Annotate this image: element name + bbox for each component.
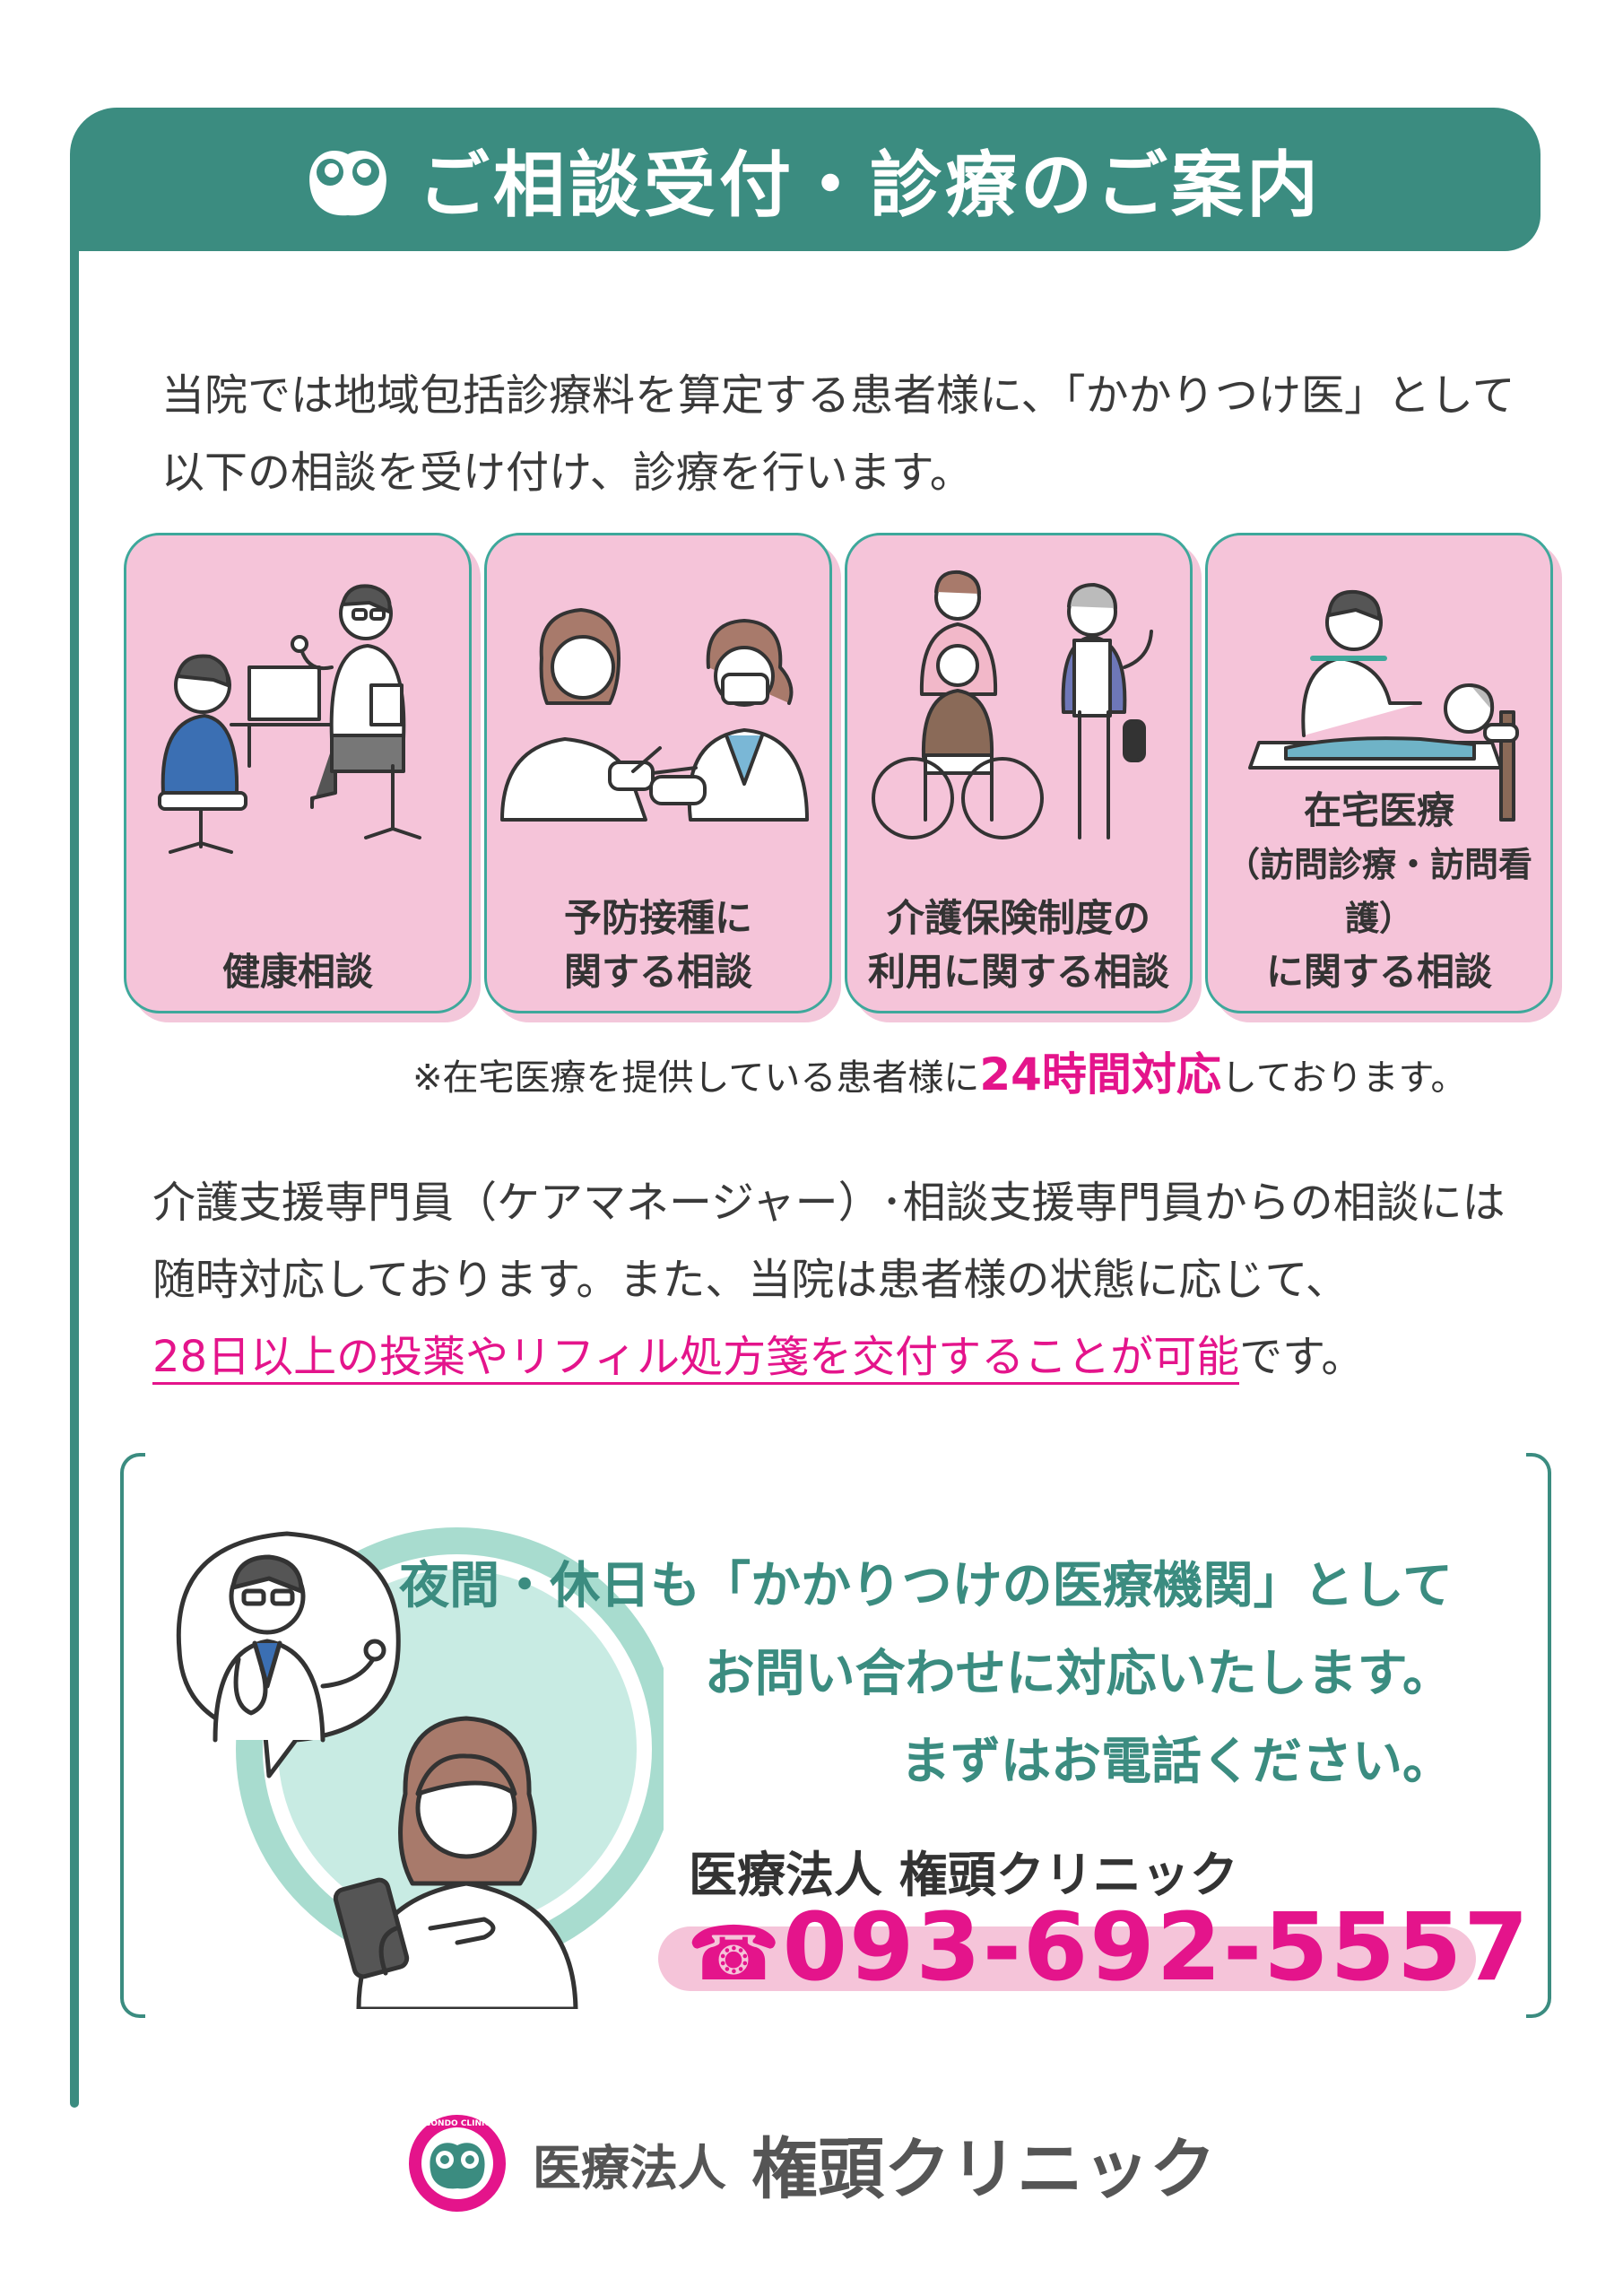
contact-line-3: まずはお電話ください。 bbox=[900, 1733, 1453, 1791]
note-before: ※在宅医療を提供している患者様に bbox=[412, 1057, 980, 1099]
para-after: です。 bbox=[1239, 1332, 1365, 1382]
note-emphasis: 24時間対応 bbox=[979, 1048, 1221, 1100]
doctor-and-patient-illustration bbox=[176, 1527, 664, 2009]
contact-bracket-right bbox=[1526, 1453, 1551, 2018]
card-label-line-2: に関する相談 bbox=[1265, 950, 1492, 994]
para-line-1: 介護支援専門員（ケアマネージャー）･相談支援専門員からの相談には bbox=[152, 1178, 1506, 1228]
card-home-medical-consultation: 在宅医療 （訪問診療・訪問看護） に関する相談 bbox=[1205, 533, 1562, 1022]
card-label-line-0: 在宅医療 bbox=[1303, 788, 1454, 832]
card-label: 介護保険制度の 利用に関する相談 bbox=[845, 891, 1193, 999]
care-insurance-illustration bbox=[872, 570, 1153, 839]
care-manager-paragraph: 介護支援専門員（ケアマネージャー）･相談支援専門員からの相談には 随時対応してお… bbox=[152, 1164, 1569, 1396]
frog-face-icon bbox=[309, 151, 386, 216]
note-after: しております。 bbox=[1220, 1057, 1467, 1099]
card-label-line-2: 健康相談 bbox=[221, 950, 373, 994]
card-label-line-1: 予防接種に bbox=[563, 896, 752, 940]
logo-ring-text: GONDO CLINIC bbox=[424, 2119, 490, 2128]
card-care-insurance-consultation: 介護保険制度の 利用に関する相談 bbox=[845, 533, 1202, 1022]
clinic-name: 医療法人 権頭クリニック bbox=[689, 1847, 1238, 1903]
phone-highlight bbox=[658, 1926, 1476, 1991]
clinic-logo-icon: GONDO CLINIC bbox=[409, 2115, 506, 2212]
content-area-corner bbox=[82, 251, 1553, 305]
header-title-row: ご相談受付・診療のご案内 bbox=[0, 108, 1623, 251]
card-label: 健康相談 bbox=[124, 945, 472, 999]
contact-line-2: お問い合わせに対応いたします。 bbox=[704, 1645, 1453, 1703]
phone-digits: 093-692-5557 bbox=[782, 1892, 1531, 2002]
para-line-2: 随時対応しております。また、当院は患者様の状態に応じて、 bbox=[152, 1255, 1349, 1305]
page-title: ご相談受付・診療のご案内 bbox=[418, 144, 1322, 227]
home-medical-illustration bbox=[1248, 589, 1519, 822]
intro-line-2: 以下の相談を受け付け、診療を行います。 bbox=[161, 448, 973, 498]
contact-bracket-left bbox=[120, 1453, 145, 2018]
phone-number[interactable]: ☎093-692-5557 bbox=[687, 1892, 1531, 2002]
left-rule bbox=[70, 242, 79, 2108]
phone-icon: ☎ bbox=[687, 1909, 783, 1997]
availability-note: ※在宅医療を提供している患者様に24時間対応しております。 bbox=[412, 1039, 1560, 1103]
footer: GONDO CLINIC 医療法人 権頭クリニック bbox=[0, 2109, 1623, 2217]
card-label: 在宅医療 （訪問診療・訪問看護） に関する相談 bbox=[1205, 784, 1553, 999]
footer-corp: 医療法人 bbox=[533, 2139, 726, 2196]
card-label-line-1: （訪問診療・訪問看護） bbox=[1225, 845, 1532, 938]
prescription-highlight: 28日以上の投薬やリフィル処方箋を交付することが可能 bbox=[152, 1332, 1240, 1385]
card-label: 予防接種に 関する相談 bbox=[484, 891, 832, 999]
card-label-line-2: 利用に関する相談 bbox=[867, 950, 1169, 994]
card-vaccination-consultation: 予防接種に 関する相談 bbox=[484, 533, 841, 1022]
para-line-3: 28日以上の投薬やリフィル処方箋を交付することが可能です。 bbox=[152, 1318, 1569, 1396]
vaccination-illustration bbox=[500, 608, 809, 822]
contact-line-1: 夜間・休日も「かかりつけの医療機関」として bbox=[399, 1557, 1453, 1615]
consultation-cards: 健康相談 予防接種に 関する相談 bbox=[124, 533, 1562, 1022]
intro-text: 当院では地域包括診療料を算定する患者様に、「かかりつけ医」として 以下の相談を受… bbox=[161, 357, 1542, 511]
card-health-consultation: 健康相談 bbox=[124, 533, 481, 1022]
health-consultation-illustration bbox=[158, 584, 421, 854]
card-label-line-2: 関する相談 bbox=[563, 950, 752, 994]
intro-line-1: 当院では地域包括診療料を算定する患者様に、「かかりつけ医」として bbox=[161, 370, 1515, 421]
footer-clinic-name: 権頭クリニック bbox=[751, 2130, 1216, 2208]
card-label-line-1: 介護保険制度の bbox=[886, 896, 1150, 940]
after-hours-message: 夜間・休日も「かかりつけの医療機関」として お問い合わせに対応いたします。 まず… bbox=[395, 1543, 1453, 1806]
